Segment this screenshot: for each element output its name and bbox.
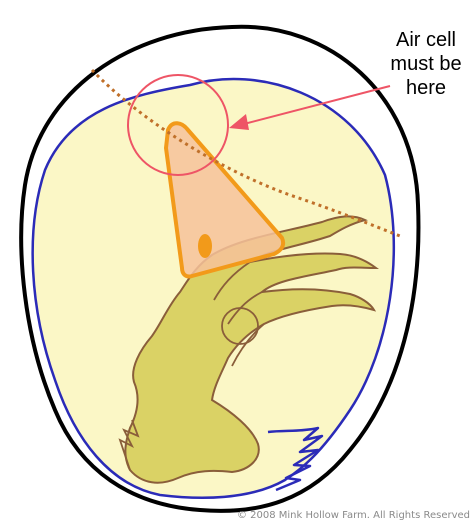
membrane-folds [267,426,324,492]
beak [164,121,286,279]
callout-arrowhead [229,114,249,130]
callout-line-1: Air cell [395,29,456,51]
callout-arrow-line [239,85,391,126]
callout-line-2: must be [390,53,462,75]
callout-line-3: here [405,77,447,99]
nostril [198,234,212,258]
copyright-notice: © 2008 Mink Hollow Farm. All Rights Rese… [236,510,470,521]
air-cell-boundary [90,68,401,238]
joint-circle [221,307,259,345]
air-cell-callout: Air cell must be here [380,28,472,100]
air-cell-marker-circle [127,74,229,176]
body-zigzag [118,419,140,471]
